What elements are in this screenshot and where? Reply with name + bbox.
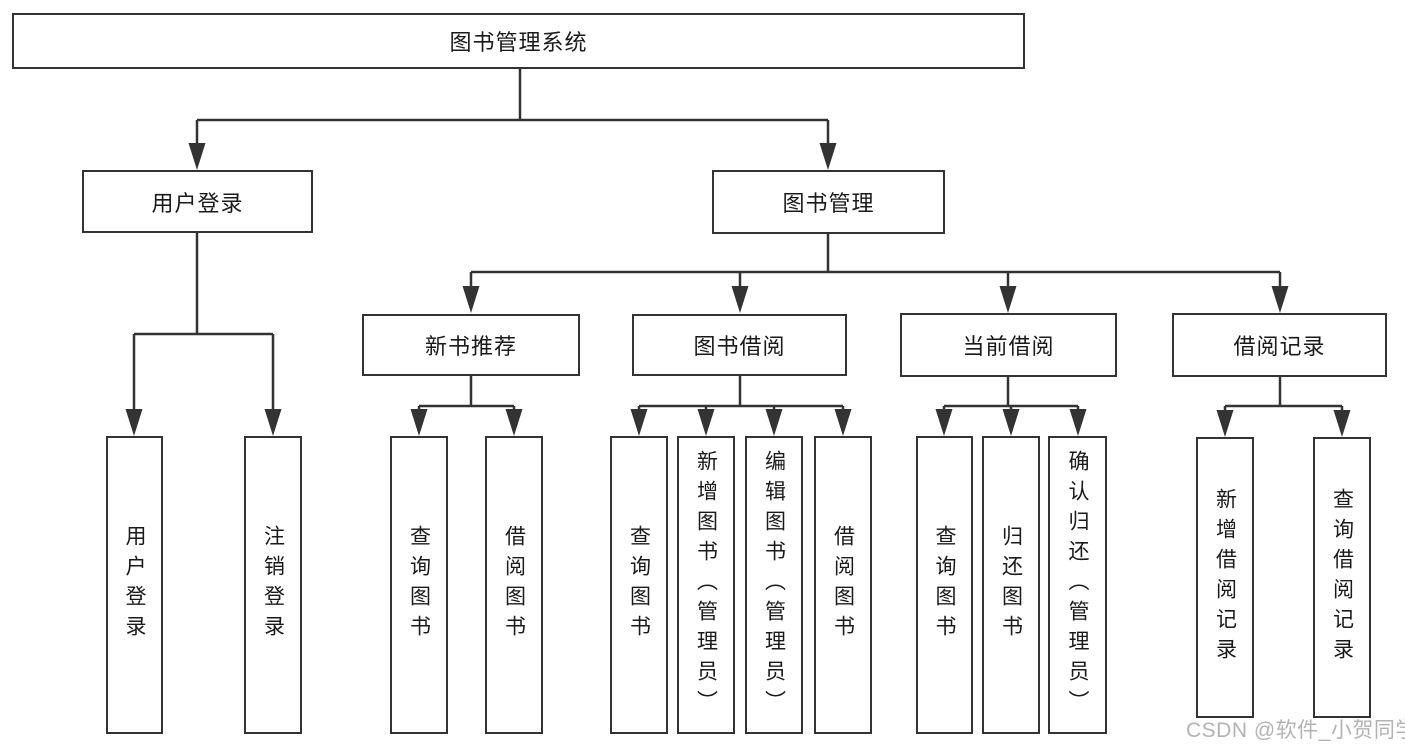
node-book-borrowing: 图书借阅 bbox=[632, 314, 847, 376]
leaf-add-borrow-record: 新增借阅记录 bbox=[1196, 437, 1254, 718]
leaf-add-book-admin: 新增图书（管理员） bbox=[677, 436, 735, 734]
node-new-book-recommendation: 新书推荐 bbox=[362, 314, 580, 376]
node-library-management-system: 图书管理系统 bbox=[12, 13, 1025, 69]
arrowheads bbox=[125, 143, 1351, 437]
leaf-logout: 注销登录 bbox=[244, 436, 302, 734]
leaf-query-books-current: 查询图书 bbox=[916, 436, 973, 734]
leaf-query-books-recommend: 查询图书 bbox=[390, 436, 448, 734]
leaf-borrow-books-borrowing: 借阅图书 bbox=[814, 436, 872, 734]
leaf-user-login: 用户登录 bbox=[106, 436, 163, 734]
leaf-query-books-borrowing: 查询图书 bbox=[610, 436, 668, 734]
leaf-query-borrow-record: 查询借阅记录 bbox=[1313, 437, 1371, 718]
node-borrowing-records: 借阅记录 bbox=[1172, 313, 1387, 377]
leaf-borrow-books-recommend: 借阅图书 bbox=[485, 436, 543, 734]
leaf-confirm-return-admin: 确认归还（管理员） bbox=[1048, 436, 1107, 734]
leaf-edit-book-admin: 编辑图书（管理员） bbox=[745, 436, 803, 734]
node-user-login: 用户登录 bbox=[82, 170, 313, 233]
leaf-return-books: 归还图书 bbox=[982, 436, 1040, 734]
node-book-management: 图书管理 bbox=[712, 170, 945, 234]
watermark: CSDN @软件_小贺同学 bbox=[1186, 719, 1405, 742]
node-current-borrowing: 当前借阅 bbox=[900, 313, 1117, 377]
